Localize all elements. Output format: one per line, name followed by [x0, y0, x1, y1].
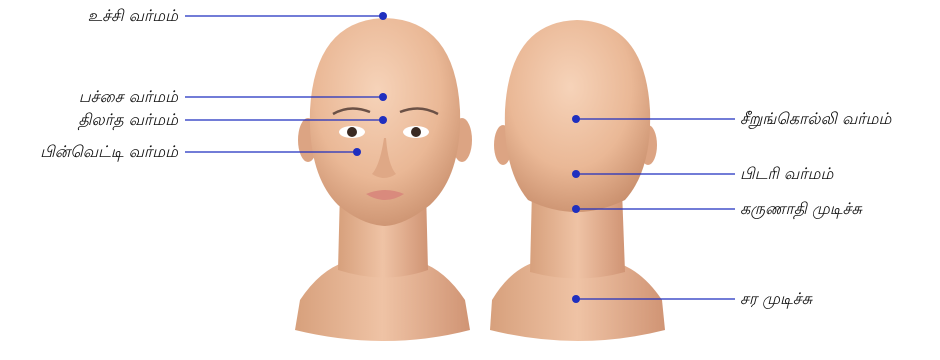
- point-pinvetti: [353, 148, 361, 156]
- point-pidari: [572, 170, 580, 178]
- point-pachai: [379, 93, 387, 101]
- point-tilartha: [379, 116, 387, 124]
- point-sara: [572, 295, 580, 303]
- label-karunathi: கருணாதி முடிச்சு: [740, 199, 862, 219]
- point-seerung: [572, 115, 580, 123]
- label-pachai: பச்சை வர்மம்: [79, 87, 178, 107]
- front-left-iris: [347, 127, 357, 137]
- point-uchi: [379, 12, 387, 20]
- point-karunathi: [572, 205, 580, 213]
- front-right-iris: [411, 127, 421, 137]
- back-mannequin-head: [490, 20, 665, 341]
- label-pinvetti: பின்வெட்டி வர்மம்: [40, 142, 178, 162]
- label-sara: சர முடிச்சு: [740, 289, 812, 309]
- label-seerung: சீறுங்கொல்லி வர்மம்: [740, 109, 891, 129]
- front-mannequin-head: [295, 18, 472, 341]
- label-tilartha: திலர்த வர்மம்: [78, 110, 178, 130]
- label-pidari: பிடரி வர்மம்: [740, 164, 833, 184]
- label-uchi: உச்சி வர்மம்: [88, 6, 178, 26]
